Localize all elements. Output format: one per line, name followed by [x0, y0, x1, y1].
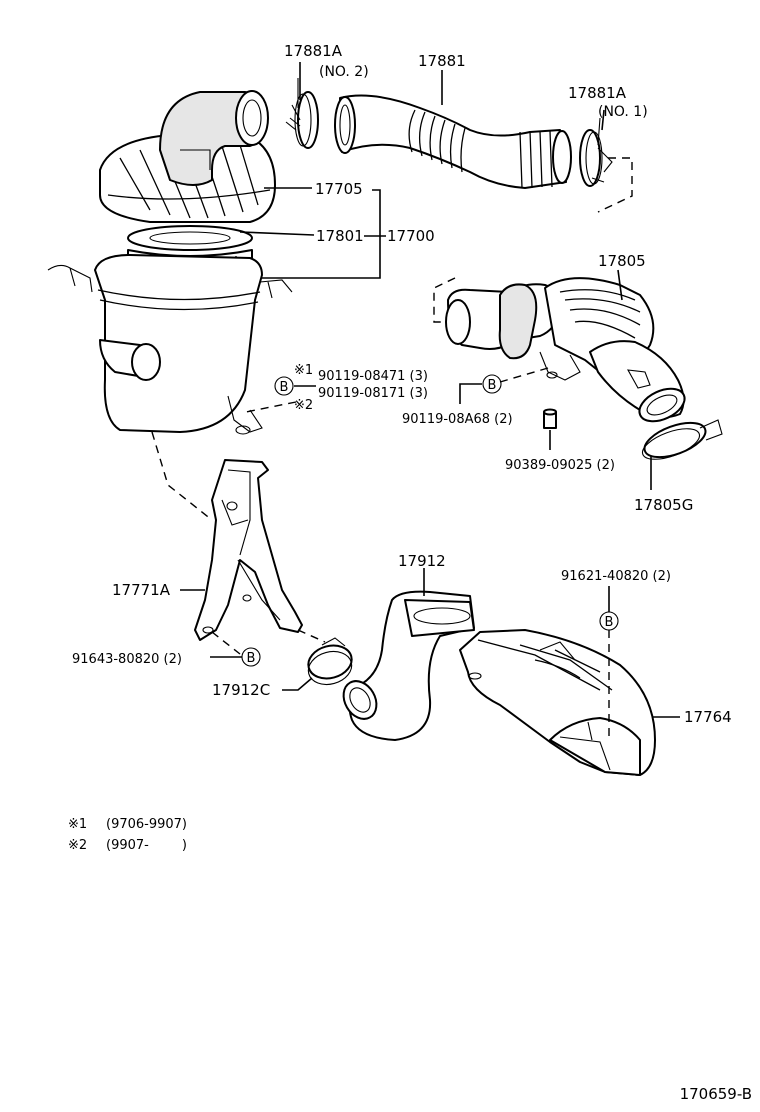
spacer-90389 [543, 408, 557, 429]
b-symbol-throttle: B [482, 374, 502, 394]
label-91621-40820: 91621-40820 (2) [561, 569, 671, 584]
hose-to-throttle-dashed [597, 157, 633, 213]
label-17881a-no1-note: (NO. 1) [598, 104, 648, 120]
label-91643-80820: 91643-80820 (2) [72, 652, 182, 667]
svg-text:B: B [488, 378, 497, 393]
label-17805: 17805 [598, 252, 646, 270]
footnote-1-mark: ※1 [68, 817, 87, 832]
footnote-2-text: (9907- ) [106, 838, 187, 853]
svg-text:B: B [605, 615, 614, 630]
footnote-1-text: (9706-9907) [106, 817, 187, 832]
label-mark1: ※1 [294, 363, 313, 378]
hose-clamp-no2 [285, 78, 319, 149]
label-17705: 17705 [315, 180, 363, 198]
label-17881: 17881 [418, 52, 466, 70]
label-17912: 17912 [398, 552, 446, 570]
footnote-2-mark: ※2 [68, 838, 87, 853]
b-symbol-bracket: B [241, 647, 261, 667]
footnote-2: ※2 (9907- ) [68, 838, 187, 853]
label-mark2: ※2 [294, 398, 313, 413]
label-90119-08171: 90119-08171 (3) [318, 386, 428, 401]
label-17700: 17700 [387, 227, 435, 245]
bracket-to-bolt-dashed [211, 631, 241, 655]
intake-inlet-17912 [342, 590, 475, 741]
label-17764: 17764 [684, 708, 732, 726]
svg-text:B: B [247, 651, 256, 666]
clamp-17805g [641, 419, 723, 460]
hose-clamp-no1 [579, 117, 613, 187]
label-17801: 17801 [316, 227, 364, 245]
leader-lines [180, 62, 680, 740]
figure-id: 170659-B [680, 1085, 752, 1103]
clamp-17912c [307, 637, 353, 686]
label-17881a-no2-note: (NO. 2) [319, 64, 369, 80]
bracket-17771a [194, 459, 303, 641]
label-17771a: 17771A [112, 581, 171, 599]
svg-text:B: B [280, 380, 289, 395]
label-17881a-no2: 17881A [284, 42, 343, 60]
case-to-bracket-dashed [151, 431, 213, 521]
b-symbol-case: B [274, 376, 294, 396]
bracket-to-clamp-dashed [297, 629, 326, 643]
label-90389-09025: 90389-09025 (2) [505, 458, 615, 473]
intake-duct-17764 [459, 629, 656, 776]
label-17881a-no1: 17881A [568, 84, 627, 102]
air-flow-duct-17805 [433, 277, 686, 423]
air-cleaner-case [47, 254, 293, 435]
air-hose [334, 94, 572, 189]
label-90119-08a68: 90119-08A68 (2) [402, 412, 513, 427]
footnote-1: ※1 (9706-9907) [68, 817, 187, 832]
label-17912c: 17912C [212, 681, 270, 699]
b-symbol-duct: B [599, 611, 619, 631]
label-90119-08471: 90119-08471 (3) [318, 369, 428, 384]
air-cleaner-cap [99, 90, 276, 223]
label-17805g: 17805G [634, 496, 693, 514]
